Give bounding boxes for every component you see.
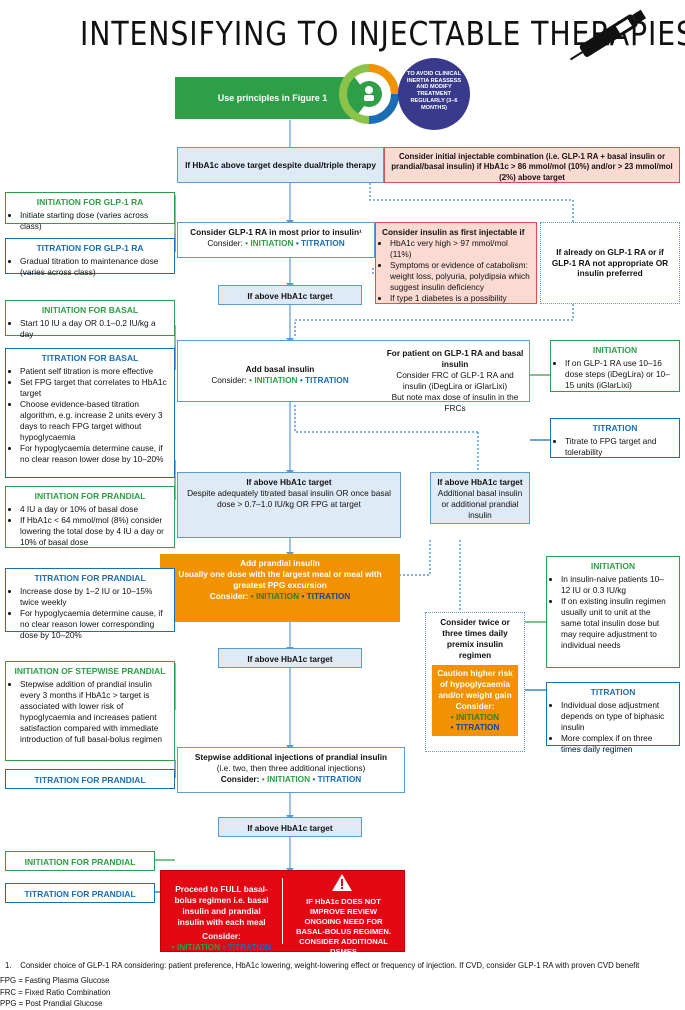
warning-icon xyxy=(332,874,352,891)
add-basal-content: Add basal insulin Consider: • INITIATION… xyxy=(211,364,349,385)
add-basal-box xyxy=(177,340,530,402)
initiation-premix-box: INITIATION In insulin-naive patients 10–… xyxy=(546,556,680,668)
basal-bolus-content: Proceed to FULL basal-bolus regimen i.e.… xyxy=(171,884,272,952)
add-prandial-box: Add prandial insulin Usually one dose wi… xyxy=(160,554,400,622)
initiation-prandial-box-3: INITIATION FOR PRANDIAL xyxy=(5,851,155,871)
if-above-box-4: If above HbA1c target xyxy=(218,648,362,668)
titration-basal-box: TITRATION FOR BASAL Patient self titrati… xyxy=(5,348,175,478)
premix-box: Consider twice or three times daily prem… xyxy=(425,612,525,752)
titration-frc-box: TITRATION Titrate to FPG target and tole… xyxy=(550,418,680,458)
initiation-basal-box: INITIATION FOR BASAL Start 10 IU a day O… xyxy=(5,300,175,339)
initiation-stepwise-box: INITIATION OF STEPWISE PRANDIAL Stepwise… xyxy=(5,661,175,761)
titration-premix-box: TITRATION Individual dose adjustment dep… xyxy=(546,682,680,754)
footnote: 1. Consider choice of GLP-1 RA consideri… xyxy=(5,961,640,970)
consider-initial-box: Consider initial injectable combination … xyxy=(384,147,680,183)
insulin-pen-icon xyxy=(569,9,647,61)
titration-prandial-box: TITRATION FOR PRANDIAL Increase dose by … xyxy=(5,568,175,640)
initiation-glp-box: INITIATION FOR GLP-1 RA Initiate startin… xyxy=(5,192,175,231)
insulin-first-box: Consider insulin as first injectable if … xyxy=(375,222,537,304)
titration-prandial-box-3: TITRATION FOR PRANDIAL xyxy=(5,883,155,903)
patient-glp-box: For patient on GLP-1 RA and basal insuli… xyxy=(386,348,524,413)
titration-glp-box: TITRATION FOR GLP-1 RA Gradual titration… xyxy=(5,238,175,277)
titration-prandial-box-2: TITRATION FOR PRANDIAL xyxy=(5,769,175,789)
initiation-frc-box: INITIATION If on GLP-1 RA use 10–16 dose… xyxy=(550,340,680,392)
inertia-circle: TO AVOID CLINICAL INERTIA REASSESS AND M… xyxy=(398,58,470,130)
abbrev-list: FPG = Fasting Plasma Glucose FRC = Fixed… xyxy=(0,976,111,1009)
divider xyxy=(282,878,283,944)
initiation-prandial-box: INITIATION FOR PRANDIAL 4 IU a day or 10… xyxy=(5,486,175,548)
review-text: IF HbA1c DOES NOT IMPROVE REVIEW ONGOING… xyxy=(296,897,391,957)
if-above-box-2: If above HbA1c target Despite adequately… xyxy=(177,472,401,538)
stepwise-box: Stepwise additional injections of prandi… xyxy=(177,747,405,793)
already-glp-box: If already on GLP-1 RA or if GLP-1 RA no… xyxy=(540,222,680,304)
if-above-box-5: If above HbA1c target xyxy=(218,817,362,837)
if-above-box-1: If above HbA1c target xyxy=(218,285,362,305)
if-above-box-3: If above HbA1c target Additional basal i… xyxy=(430,472,530,524)
principles-button[interactable]: Use principles in Figure 1 xyxy=(175,77,370,119)
consider-glp-box: Consider GLP-1 RA in most prior to insul… xyxy=(177,222,375,258)
cycle-icon xyxy=(339,64,399,124)
hba1c-above-box: If HbA1c above target despite dual/tripl… xyxy=(177,147,384,183)
